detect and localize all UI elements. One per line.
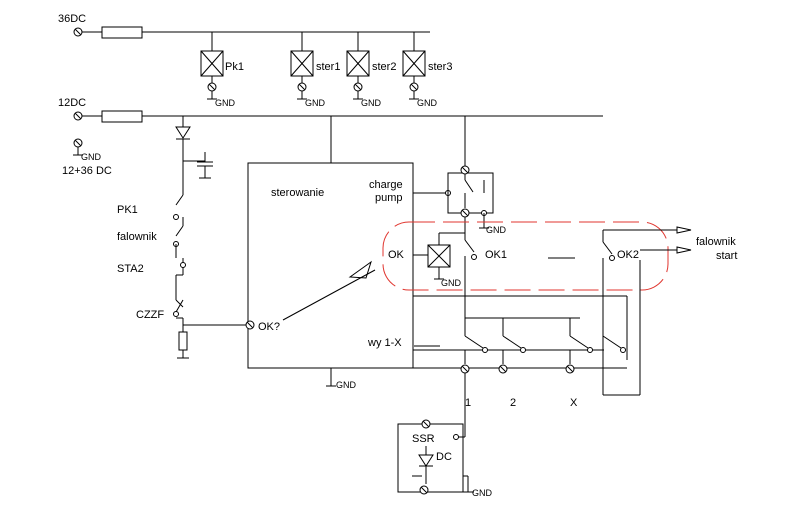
ssr-block: SSR DC GND	[397, 373, 493, 498]
relay-ster2: ster2 GND	[346, 50, 396, 108]
gnd-ster1: GND	[305, 98, 326, 108]
gnd-ssr: GND	[472, 488, 493, 498]
ground-terminal-12-36: GND 12+36 DC	[62, 138, 112, 177]
ok-relay: GND OK1 OK2	[382, 217, 669, 396]
charge-pump-line2: pump	[375, 192, 403, 204]
label-ster1: ster1	[316, 61, 340, 73]
controller-title: sterowanie	[271, 187, 324, 199]
ok-output-label: OK	[388, 249, 405, 261]
rail-12dc: 12DC	[58, 97, 603, 123]
label-pk1: Pk1	[225, 61, 244, 73]
label-chain-falownik: falownik	[117, 231, 157, 243]
ok2-label: OK2	[617, 249, 639, 261]
falownik-start-output: falownik start	[640, 226, 737, 262]
label-ster2: ster2	[372, 61, 396, 73]
gnd-12-36: GND	[81, 152, 102, 162]
ok1-label: OK1	[485, 249, 507, 261]
output-contacts: wy 1-X 1 2 X	[367, 295, 628, 409]
label-chain-czzf: CZZF	[136, 309, 164, 321]
charge-pump-line1: charge	[369, 179, 403, 191]
label-ster3: ster3	[428, 61, 452, 73]
rail-36dc: 36DC	[58, 13, 430, 51]
gnd-ster3: GND	[417, 98, 438, 108]
gnd-charge-pump: GND	[486, 225, 507, 235]
relay-pk1: Pk1 GND	[200, 50, 244, 108]
fuse-12dc	[101, 110, 143, 123]
fuse-36dc	[101, 26, 143, 39]
outputs-label: wy 1-X	[367, 337, 402, 349]
safety-chain: PK1 falownik STA2 CZZF	[117, 116, 246, 359]
output-2-label: 2	[510, 397, 516, 409]
gnd-ster2: GND	[361, 98, 382, 108]
ssr-label: SSR	[412, 433, 435, 445]
relay-ster3: ster3 GND	[402, 50, 452, 108]
output-x-label: X	[570, 397, 578, 409]
label-12-36dc: 12+36 DC	[62, 165, 112, 177]
falownik-start-line1: falownik	[696, 236, 736, 248]
ssr-dc-label: DC	[436, 451, 452, 463]
relay-ster1: ster1 GND	[290, 50, 340, 108]
label-12dc: 12DC	[58, 97, 86, 109]
controller-box: sterowanie charge pump OK OK? GND	[245, 116, 414, 390]
gnd-pk1: GND	[215, 98, 236, 108]
gnd-ok-relay: GND	[441, 278, 462, 288]
ok-relay-highlight	[382, 221, 669, 291]
label-36dc: 36DC	[58, 13, 86, 25]
gnd-controller: GND	[336, 380, 357, 390]
charge-pump-relay: GND	[413, 116, 507, 235]
falownik-start-line2: start	[716, 250, 737, 262]
label-chain-sta2: STA2	[117, 263, 144, 275]
label-chain-pk1: PK1	[117, 204, 138, 216]
ok-input-label: OK?	[258, 321, 280, 333]
output-1-label: 1	[465, 397, 471, 409]
